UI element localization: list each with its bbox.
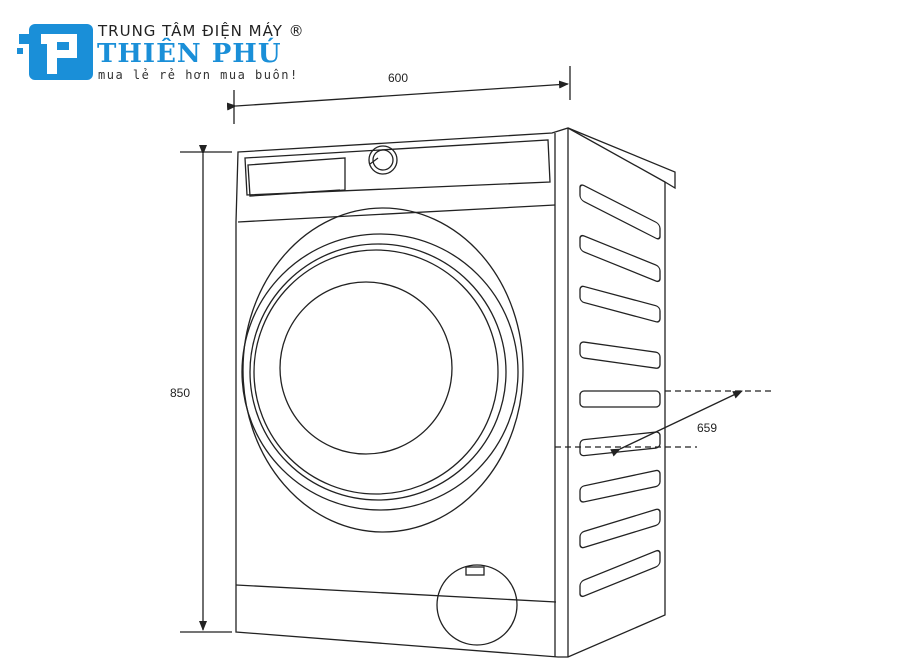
- width-dimension: [226, 66, 571, 124]
- detergent-drawer: [247, 157, 346, 197]
- door-glass: [279, 281, 453, 455]
- control-panel: [244, 139, 551, 196]
- control-knob: [368, 145, 398, 175]
- height-dimension: [180, 145, 232, 633]
- height-label: 850: [170, 386, 190, 400]
- logo-top-line: TRUNG TÂM ĐIỆN MÁY ®: [98, 22, 305, 40]
- logo-slogan: mua lẻ rẻ hơn mua buôn!: [98, 68, 299, 82]
- depth-dimension: [555, 390, 775, 457]
- machine-body: [235, 127, 676, 658]
- logo-icon: [17, 24, 93, 80]
- logo-name: THIÊN PHÚ: [97, 39, 282, 69]
- side-vents: [579, 184, 661, 598]
- door: [241, 207, 524, 533]
- depth-label: 659: [697, 421, 717, 435]
- width-label: 600: [388, 71, 408, 85]
- filter-cover: [436, 564, 518, 646]
